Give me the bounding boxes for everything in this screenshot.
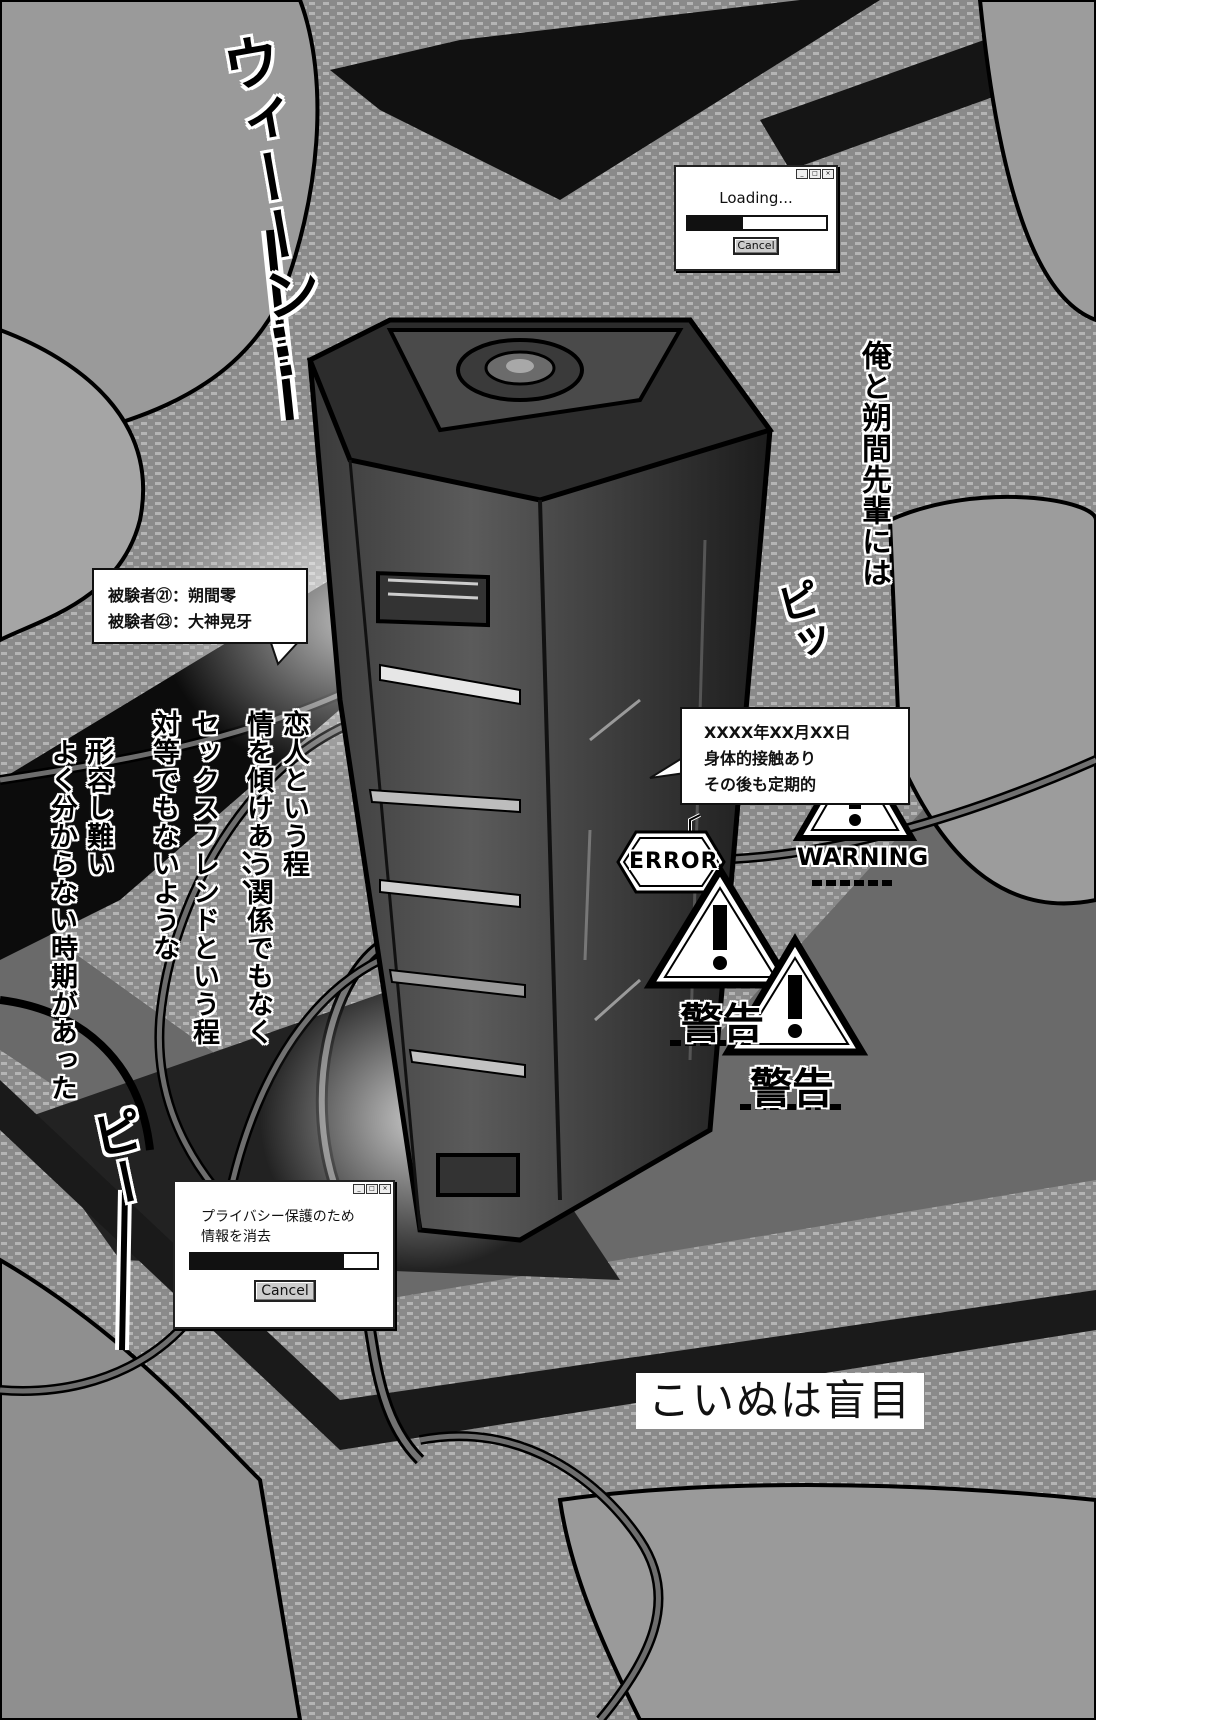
privacy-cancel-button[interactable]: Cancel [254,1280,316,1302]
date-line2: 身体的接触あり [704,749,817,768]
narration-col6: 形容し難い [82,738,113,878]
loading-title: Loading... [719,189,793,207]
warning-triangle-icon [721,933,869,1110]
background-scene [0,0,1096,1720]
date-line3: その後も定期的 [704,775,817,794]
window-close-icon[interactable]: × [379,1184,391,1194]
window-maximize-icon[interactable]: □ [809,169,821,179]
privacy-title-line1: プライバシー保護のため [201,1209,355,1225]
privacy-dialog: _ □ × プライバシー保護のため 情報を消去 Cancel [173,1180,395,1329]
subject-line2: 被験者㉓：大神晃牙 [108,612,253,631]
narration-col3: セックスフレンドという程 [188,710,219,1046]
window-minimize-icon[interactable]: _ [796,169,808,179]
privacy-progress-fill [191,1254,344,1268]
date-info-box: XXXX年XX月XX日 身体的接触あり その後も定期的 [680,707,910,805]
narration-col2: 情を傾けあう関係でもなく [242,710,273,1046]
keikoku-badge-label-1: 警告 [680,999,765,1048]
keikoku-badge-label-2: 警告 [750,1064,835,1113]
window-controls: _ □ × [353,1184,391,1194]
subject-line1: 被験者㉑：朔間零 [108,586,237,605]
window-minimize-icon[interactable]: _ [353,1184,365,1194]
warning-badge-label: WARNING [797,843,929,871]
loading-progress-bar [686,215,828,231]
privacy-progress-bar [189,1252,379,1270]
title-plate: こいぬは盲目 [636,1373,924,1429]
narration-col5: 、、、 [220,850,251,907]
narration-col4: 対等でもないような [148,710,179,962]
loading-dialog: _ □ × Loading... Cancel [674,165,838,271]
warning-triangle-icon [643,863,797,1046]
narration-right: 俺と朔間先輩には [856,340,891,588]
narration-col7: よく分からない時期があった [46,738,77,1102]
window-maximize-icon[interactable]: □ [366,1184,378,1194]
error-hexagon-icon [616,830,726,894]
loading-cancel-button[interactable]: Cancel [733,237,779,255]
error-badge-label: ERROR [629,849,719,874]
window-controls: _ □ × [796,169,834,179]
manga-page: _ □ × Loading... Cancel _ □ × プライバシー保護のた… [0,0,1096,1720]
subject-info-box: 被験者㉑：朔間零 被験者㉓：大神晃牙 [92,568,308,644]
date-line1: XXXX年XX月XX日 [704,723,851,742]
loading-progress-fill [688,217,744,229]
window-close-icon[interactable]: × [822,169,834,179]
narration-col1: 恋人という程 [278,710,309,878]
privacy-title-line2: 情報を消去 [201,1229,271,1245]
